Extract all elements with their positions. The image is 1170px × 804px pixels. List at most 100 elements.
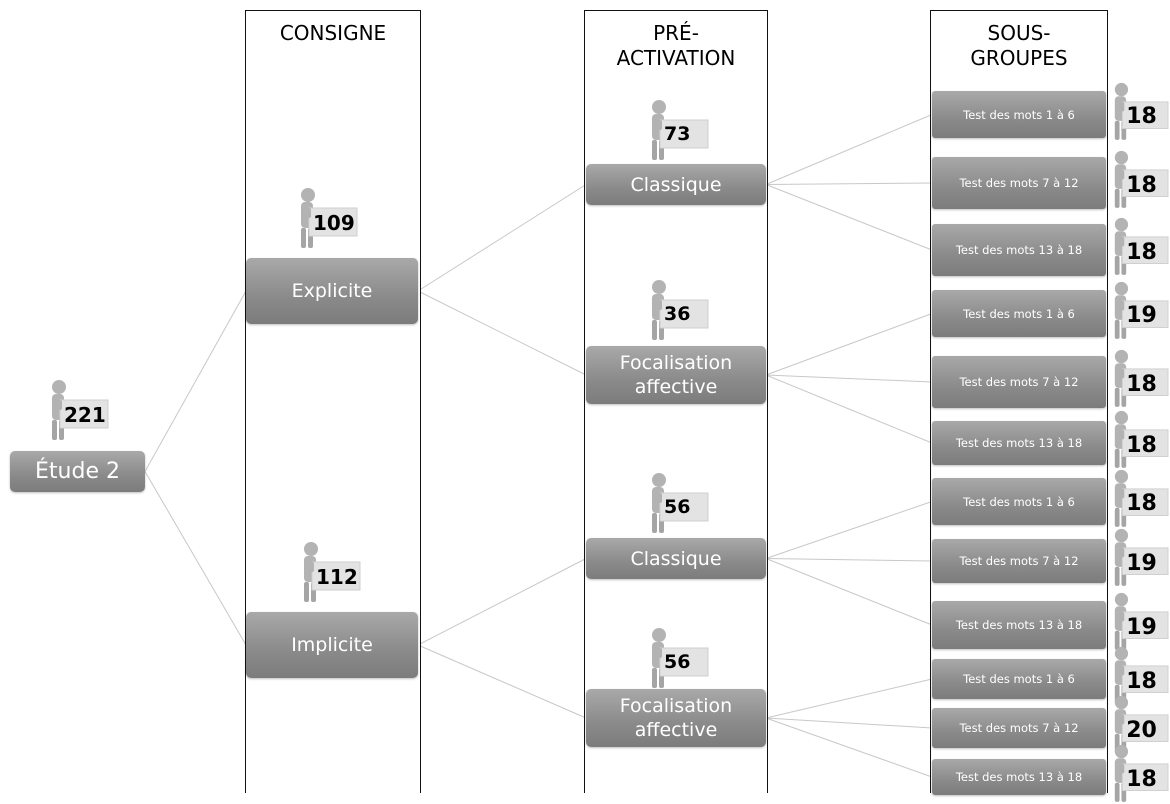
count-badge-subgroup-5: 18: [1111, 348, 1170, 409]
person-holding-sign-icon: [304, 542, 361, 602]
connector-imp-classique-subgroup-7: [765, 501, 933, 559]
count-badge-subgroup-10-value: 18: [1126, 668, 1157, 694]
root-node-etude-2: Étude 2: [10, 451, 145, 492]
subgroup-node-7: Test des mots 1 à 6: [932, 478, 1106, 525]
subgroup-node-5: Test des mots 7 à 12: [932, 356, 1106, 408]
person-holding-sign-icon: [652, 628, 709, 688]
preactivation-node-imp-classique: Classique: [586, 538, 766, 579]
count-badge-subgroup-1-value: 18: [1126, 104, 1157, 130]
person-holding-sign-icon: [1114, 82, 1169, 140]
subgroup-node-4-label: Test des mots 1 à 6: [963, 306, 1075, 321]
consigne-node-explicite-label: Explicite: [291, 280, 373, 302]
subgroup-node-3: Test des mots 13 à 18: [932, 224, 1106, 276]
count-badge-subgroup-6-value: 18: [1126, 432, 1157, 458]
subgroup-node-1: Test des mots 1 à 6: [932, 91, 1106, 138]
column-header-preactivation: PRÉ- ACTIVATION: [616, 21, 736, 70]
count-badge-subgroup-3-value: 18: [1126, 239, 1157, 265]
connector-implicite-imp-focal: [417, 644, 587, 719]
count-badge-subgroup-5-value: 18: [1126, 371, 1157, 397]
count-badge-root: 221: [48, 378, 110, 442]
subgroup-node-6-label: Test des mots 13 à 18: [955, 436, 1083, 450]
person-holding-sign-icon: [1114, 150, 1169, 208]
connector-imp-focal-subgroup-10: [765, 678, 933, 719]
subgroup-node-12-label: Test des mots 13 à 18: [955, 770, 1083, 784]
subgroup-node-11-label: Test des mots 7 à 12: [959, 721, 1079, 735]
subgroup-node-3-label: Test des mots 13 à 18: [955, 243, 1083, 257]
subgroup-node-4: Test des mots 1 à 6: [932, 290, 1106, 337]
subgroup-node-8-label: Test des mots 7 à 12: [959, 554, 1079, 568]
person-holding-sign-icon: [1114, 744, 1169, 802]
person-holding-sign-icon: [1114, 410, 1169, 468]
connector-imp-focal-subgroup-11: [765, 717, 933, 729]
preactivation-node-imp-classique-label: Classique: [630, 547, 722, 570]
connector-imp-classique-subgroup-9: [765, 558, 933, 626]
count-badge-subgroup-1: 18: [1111, 81, 1170, 142]
subgroup-node-7-label: Test des mots 1 à 6: [963, 494, 1075, 509]
connector-exp-classique-subgroup-3: [765, 184, 933, 251]
count-badge-explicite-value: 109: [313, 211, 355, 235]
person-holding-sign-icon: [1114, 592, 1169, 650]
person-holding-sign-icon: [652, 100, 709, 160]
person-holding-sign-icon: [1114, 349, 1169, 407]
subgroup-node-1-label: Test des mots 1 à 6: [963, 107, 1075, 122]
subgroup-node-10-label: Test des mots 1 à 6: [963, 672, 1075, 686]
column-header-consigne: CONSIGNE: [279, 21, 387, 45]
root-node-etude-2-label: Étude 2: [35, 459, 120, 484]
column-header-sous-groupes: SOUS- GROUPES: [970, 21, 1068, 70]
count-badge-subgroup-3: 18: [1111, 216, 1170, 277]
count-badge-imp-classique: 56: [648, 471, 710, 535]
count-badge-explicite: 109: [297, 186, 359, 250]
subgroup-node-6: Test des mots 13 à 18: [932, 421, 1106, 465]
count-badge-subgroup-4-value: 19: [1126, 303, 1157, 329]
count-badge-subgroup-8-value: 19: [1126, 550, 1157, 576]
count-badge-subgroup-2-value: 18: [1126, 172, 1157, 198]
connector-implicite-imp-classique: [417, 558, 587, 646]
count-badge-subgroup-4: 19: [1111, 280, 1170, 341]
connector-explicite-exp-classique: [417, 184, 587, 292]
subgroup-node-9: Test des mots 13 à 18: [932, 601, 1106, 649]
connector-exp-classique-subgroup-1: [765, 114, 933, 185]
count-badge-exp-classique-value: 73: [664, 123, 691, 145]
count-badge-subgroup-7-value: 18: [1126, 491, 1157, 517]
subgroup-node-5-label: Test des mots 7 à 12: [959, 375, 1079, 389]
connector-root-implicite: [144, 471, 247, 646]
preactivation-node-exp-classique: Classique: [586, 164, 766, 205]
count-badge-subgroup-11-value: 20: [1126, 717, 1157, 743]
connector-exp-focal-subgroup-6: [765, 374, 933, 444]
connector-exp-focal-subgroup-5: [765, 374, 933, 383]
connector-explicite-exp-focal: [417, 290, 587, 376]
person-holding-sign-icon: [52, 380, 109, 440]
person-holding-sign-icon: [1114, 217, 1169, 275]
subgroup-node-2: Test des mots 7 à 12: [932, 157, 1106, 209]
subgroup-node-10: Test des mots 1 à 6: [932, 659, 1106, 699]
count-badge-subgroup-2: 18: [1111, 149, 1170, 210]
count-badge-implicite-value: 112: [316, 565, 358, 589]
connector-imp-focal-subgroup-12: [765, 717, 933, 778]
count-badge-subgroup-12-value: 18: [1126, 766, 1157, 792]
preactivation-node-exp-focal-label: Focalisation affective: [619, 352, 733, 398]
connector-root-explicite: [144, 290, 247, 472]
count-badge-subgroup-6: 18: [1111, 409, 1170, 470]
person-holding-sign-icon: [301, 188, 358, 248]
count-badge-implicite: 112: [300, 540, 362, 604]
preactivation-node-imp-focal: Focalisation affective: [586, 689, 766, 747]
count-badge-exp-classique: 73: [648, 98, 710, 162]
subgroup-node-12: Test des mots 13 à 18: [932, 759, 1106, 795]
count-badge-subgroup-8: 19: [1111, 527, 1170, 588]
preactivation-node-exp-focal: Focalisation affective: [586, 346, 766, 404]
preactivation-node-imp-focal-label: Focalisation affective: [619, 695, 733, 741]
subgroup-node-8: Test des mots 7 à 12: [932, 539, 1106, 583]
count-badge-imp-classique-value: 56: [664, 496, 691, 518]
person-holding-sign-icon: [652, 473, 709, 533]
count-badge-root-value: 221: [64, 403, 106, 427]
count-badge-exp-focal-value: 36: [664, 303, 691, 325]
person-holding-sign-icon: [652, 280, 709, 340]
connector-exp-focal-subgroup-4: [765, 313, 933, 376]
subgroup-node-2-label: Test des mots 7 à 12: [959, 176, 1079, 190]
count-badge-subgroup-12: 18: [1111, 743, 1170, 804]
connector-exp-classique-subgroup-2: [765, 182, 933, 185]
count-badge-imp-focal-value: 56: [664, 651, 691, 673]
count-badge-imp-focal: 56: [648, 626, 710, 690]
consigne-node-explicite: Explicite: [246, 258, 418, 324]
count-badge-exp-focal: 36: [648, 278, 710, 342]
